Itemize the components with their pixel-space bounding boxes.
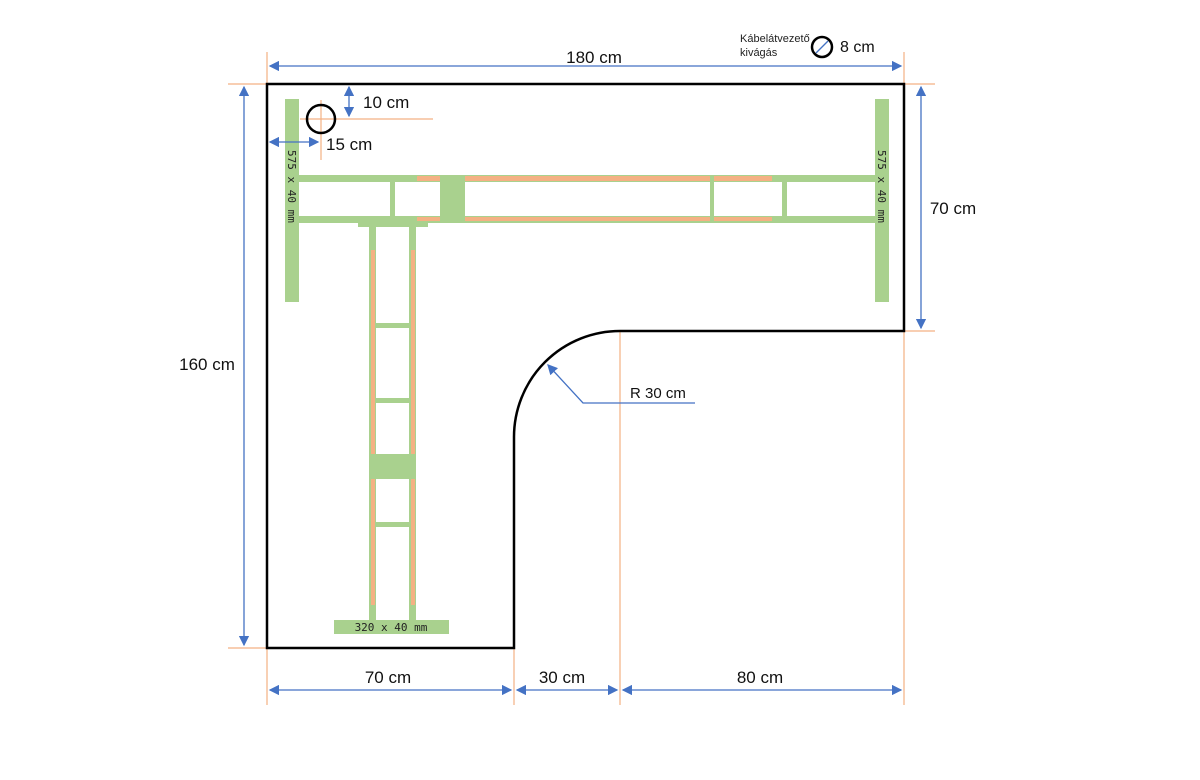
legend-line1: Kábelátvezető: [740, 33, 810, 45]
crosspiece: [376, 522, 409, 527]
hole-left-label: 15 cm: [326, 135, 372, 154]
crosspiece: [376, 398, 409, 403]
right-depth-label: 70 cm: [930, 199, 976, 218]
mount-plate: [358, 223, 428, 227]
legend-line2: kivágás: [740, 47, 778, 59]
bottom-right-label: 80 cm: [737, 668, 783, 687]
dimension-lines: [238, 60, 927, 696]
bottom-left-label: 70 cm: [365, 668, 411, 687]
cable-hole-legend: Kábelátvezető kivágás 8 cm: [740, 33, 875, 59]
junction-block: [440, 175, 465, 223]
radius-label: R 30 cm: [630, 385, 686, 402]
cable-hole-icon: [305, 103, 337, 135]
crosspiece: [782, 175, 787, 223]
crosspiece: [710, 175, 714, 223]
desk-outline: [265, 82, 906, 650]
vertical-beam: [411, 250, 415, 605]
width-label: 180 cm: [566, 48, 622, 67]
bottom-leg-label: 320 x 40 mm: [355, 621, 428, 634]
right-leg: [875, 99, 889, 302]
bottom-middle-label: 30 cm: [539, 668, 585, 687]
top-beam: [417, 176, 772, 181]
desk-frame: 320 x 40 mm 575 x 40 mm 575 x 40 mm: [285, 99, 889, 634]
depth-label: 160 cm: [179, 355, 235, 374]
right-leg-label: 575 x 40 mm: [875, 150, 888, 223]
vertical-beam: [371, 250, 375, 605]
bottom-beam: [417, 217, 772, 221]
diameter-icon: [810, 35, 834, 59]
hole-top-label: 10 cm: [363, 93, 409, 112]
crosspiece: [390, 182, 395, 216]
crosspiece: [376, 323, 409, 328]
legend-diameter: 8 cm: [840, 39, 875, 56]
extension-lines: [228, 52, 935, 705]
left-leg: [285, 99, 299, 302]
bottom-foot: [334, 620, 449, 634]
left-leg-label: 575 x 40 mm: [285, 150, 298, 223]
junction-block: [369, 454, 416, 479]
